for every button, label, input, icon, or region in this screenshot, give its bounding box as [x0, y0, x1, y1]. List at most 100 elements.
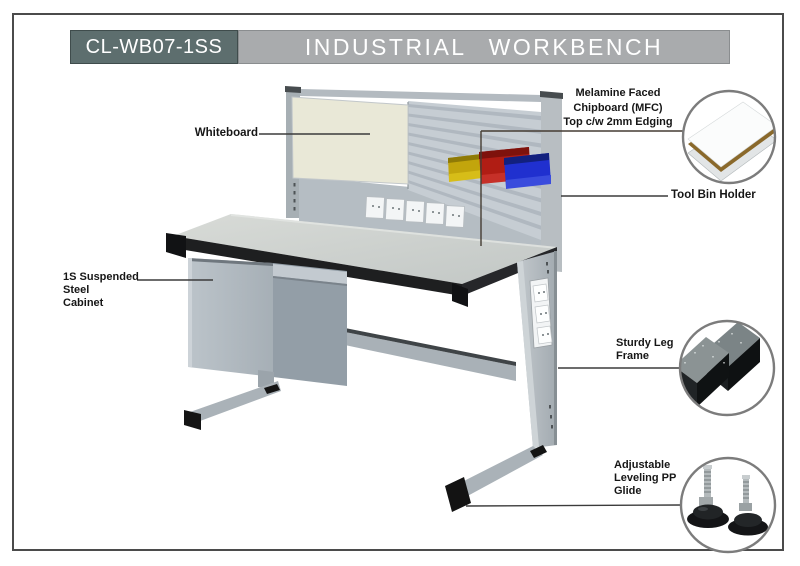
glide-nut: [739, 503, 752, 511]
left-foot-end-cap: [184, 410, 201, 430]
glide-threads: [704, 471, 711, 493]
sturdy-leg-frame-label: Sturdy Leg Frame: [616, 337, 696, 363]
right-leg-slot-holes: [546, 262, 553, 429]
glide-stem: [704, 467, 711, 500]
label-line: Melamine Faced: [575, 87, 661, 99]
panel-socket-row: [365, 196, 465, 228]
circle-ring: [679, 456, 777, 554]
glide-stem-cap: [742, 475, 750, 479]
worktop-back-highlight: [231, 214, 557, 249]
label-line: Sturdy Leg: [616, 337, 674, 349]
socket: [445, 205, 465, 228]
right-upright-post: [541, 92, 562, 272]
label-line: Top c/w 2mm Edging: [563, 116, 673, 128]
label-line: Glide: [614, 485, 642, 497]
leg-detail-content: [680, 322, 760, 407]
tube-a-front: [697, 353, 729, 407]
worktop-right-corner-bracket: [452, 283, 468, 307]
right-leg-frame: [445, 251, 557, 512]
cabinet-drawer-strip: [273, 264, 347, 284]
mfc-top-surface: [687, 101, 775, 168]
tool-bin-holder-label: Tool Bin Holder: [671, 189, 756, 202]
left-post-cap: [285, 86, 301, 93]
glide-rear: [728, 475, 768, 536]
label-line: Frame: [616, 350, 650, 362]
whiteboard-label: Whiteboard: [180, 127, 258, 140]
leader-lines: [137, 130, 684, 507]
tube-b-front: [728, 338, 760, 391]
rail-body: [340, 331, 516, 381]
glide-stem: [743, 477, 749, 507]
leg-socket-pins: [538, 291, 549, 336]
bin-rim: [479, 147, 529, 159]
socket: [365, 196, 385, 219]
rail-top-edge: [340, 327, 516, 366]
label-line: Leveling PP: [614, 472, 677, 484]
circle-ring: [678, 319, 776, 417]
cabinet-side-face: [273, 263, 347, 386]
right-leg-rear-shade: [554, 251, 557, 445]
louvre-slat: [408, 180, 541, 230]
worktop-front-edge: [173, 236, 462, 296]
glide-nut: [699, 497, 713, 506]
mfc-top-label: Melamine Faced Chipboard (MFC) Top c/w 2…: [558, 86, 678, 130]
cabinet-front-face: [188, 258, 273, 377]
right-leg-foot-beam: [452, 446, 543, 499]
bin-lip: [506, 175, 551, 189]
leg-frame-detail-circle: [678, 319, 776, 417]
socket: [385, 198, 405, 221]
post-slot-holes: [293, 183, 296, 211]
circle-ring: [681, 89, 777, 185]
worktop: [166, 214, 557, 307]
glide-dome: [734, 513, 762, 527]
page-title-text: INDUSTRIAL WORKBENCH: [304, 33, 664, 60]
label-line: 1S Suspended: [63, 271, 139, 283]
cabinet-top-seam: [188, 258, 273, 266]
tube-speckles: [684, 333, 742, 364]
label-line: Chipboard (MFC): [573, 101, 663, 114]
suspended-cabinet-label: 1S Suspended Steel Cabinet: [63, 271, 153, 310]
whiteboard-panel: [291, 96, 409, 185]
socket-pins: [372, 205, 460, 217]
label-line: Tool Bin Holder: [671, 189, 756, 201]
glide-front: [687, 465, 729, 528]
leveling-glide-label: Adjustable Leveling PP Glide: [614, 459, 704, 498]
left-leg-frame: [184, 370, 281, 430]
glide-highlight: [698, 507, 708, 511]
left-rear-glide-pad: [264, 384, 280, 394]
panel-top-rail: [300, 89, 541, 102]
blue-tool-bin: [504, 153, 551, 189]
glide-leader: [465, 504, 683, 507]
louvre-slat: [408, 123, 541, 148]
glide-detail-circle: [679, 456, 777, 554]
worktop-surface: [173, 214, 557, 284]
mfc-detail-content: [687, 101, 775, 182]
tool-bins: [448, 147, 551, 189]
bin-rim: [504, 153, 549, 165]
cabinet-drawer-seam: [273, 276, 347, 286]
page-border-frame: [12, 13, 784, 551]
socket: [405, 200, 425, 223]
label-line: Adjustable: [614, 459, 671, 471]
socket: [425, 202, 445, 225]
right-rear-glide-pad: [530, 445, 547, 458]
tube-a-top: [680, 337, 729, 383]
louvre-slat: [408, 161, 541, 203]
cabinet-left-highlight: [188, 258, 192, 367]
right-foot-end-cap: [445, 477, 471, 512]
glide-detail-content: [687, 465, 768, 536]
louvre-slat: [408, 113, 541, 134]
glide-dome: [693, 504, 723, 520]
leg-socket: [534, 304, 551, 324]
mfc-detail-circle: [681, 89, 777, 185]
louvre-slat: [408, 104, 541, 121]
stretcher-rail: [340, 327, 516, 381]
leg-socket: [536, 325, 553, 345]
page-title-box: INDUSTRIAL WORKBENCH: [238, 30, 730, 64]
leg-socket: [532, 283, 549, 303]
right-leg-front-highlight: [517, 261, 539, 448]
glide-threads: [743, 481, 749, 499]
label-line: Cabinet: [63, 297, 104, 309]
